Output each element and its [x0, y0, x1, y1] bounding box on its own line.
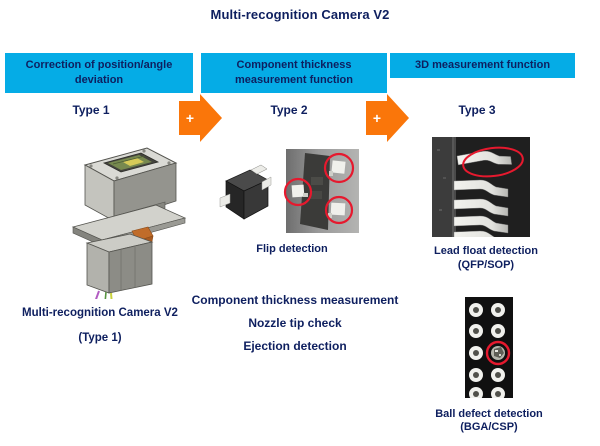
bga-ball-photo: [465, 297, 513, 398]
magenta-wire: [95, 290, 100, 299]
header-box-position-correction: Correction of position/angle deviation: [5, 53, 193, 93]
note-nozzle-tip-check: Nozzle tip check: [248, 316, 342, 330]
type-3-label: Type 3: [458, 103, 496, 117]
defect-highlight-icon: [462, 146, 524, 178]
plus-arrow-icon: +: [179, 94, 222, 142]
component-lead: [219, 193, 231, 208]
defect-highlight-icon: [485, 340, 511, 366]
solder-balls: [469, 303, 505, 398]
defect-highlight-icon: [324, 195, 354, 225]
lead: [453, 198, 509, 217]
lead-float-caption-line2: (QFP/SOP): [457, 259, 515, 271]
plus-sign: +: [373, 110, 381, 126]
lead-pad: [330, 202, 346, 216]
defect-highlight-icon: [283, 177, 313, 207]
lead: [453, 179, 509, 198]
header-box-3d-measurement: 3D measurement function: [390, 53, 575, 78]
ic-body-edge: [432, 137, 454, 237]
lead: [453, 230, 495, 237]
lead-pad: [291, 184, 305, 198]
green-wire: [104, 291, 107, 299]
lead-float-photo: [432, 137, 530, 237]
yellow-wire: [110, 292, 113, 299]
camera-caption-line2: (Type 1): [78, 332, 122, 344]
header-box-thickness-measurement: Component thickness measurement function: [201, 53, 387, 93]
ball-defect-caption-line2: (BGA/CSP): [460, 421, 518, 433]
type-2-label: Type 2: [270, 103, 308, 117]
type-1-label: Type 1: [72, 103, 110, 117]
component-image: [219, 164, 272, 220]
note-ejection-detection: Ejection detection: [243, 339, 347, 353]
camera-cad-image: [71, 147, 187, 299]
defective-ball: [491, 346, 505, 360]
plus-arrow-icon: +: [366, 94, 409, 142]
lead-float-caption-line1: Lead float detection: [434, 245, 538, 257]
camera-caption-line1: Multi-recognition Camera V2: [22, 307, 178, 319]
flip-detection-caption: Flip detection: [256, 243, 328, 255]
ball-defect-caption-line1: Ball defect detection: [435, 408, 543, 420]
defect-highlight-icon: [323, 152, 355, 184]
arrow-shape: [366, 94, 409, 142]
lead-pad: [331, 160, 346, 174]
lead: [453, 215, 509, 234]
arrow-shape: [179, 94, 222, 142]
note-thickness-measurement: Component thickness measurement: [191, 293, 399, 307]
component-lead: [261, 176, 272, 191]
plus-sign: +: [186, 110, 194, 126]
flip-detection-photo: [283, 149, 359, 233]
page-title: Multi-recognition Camera V2: [210, 7, 390, 22]
